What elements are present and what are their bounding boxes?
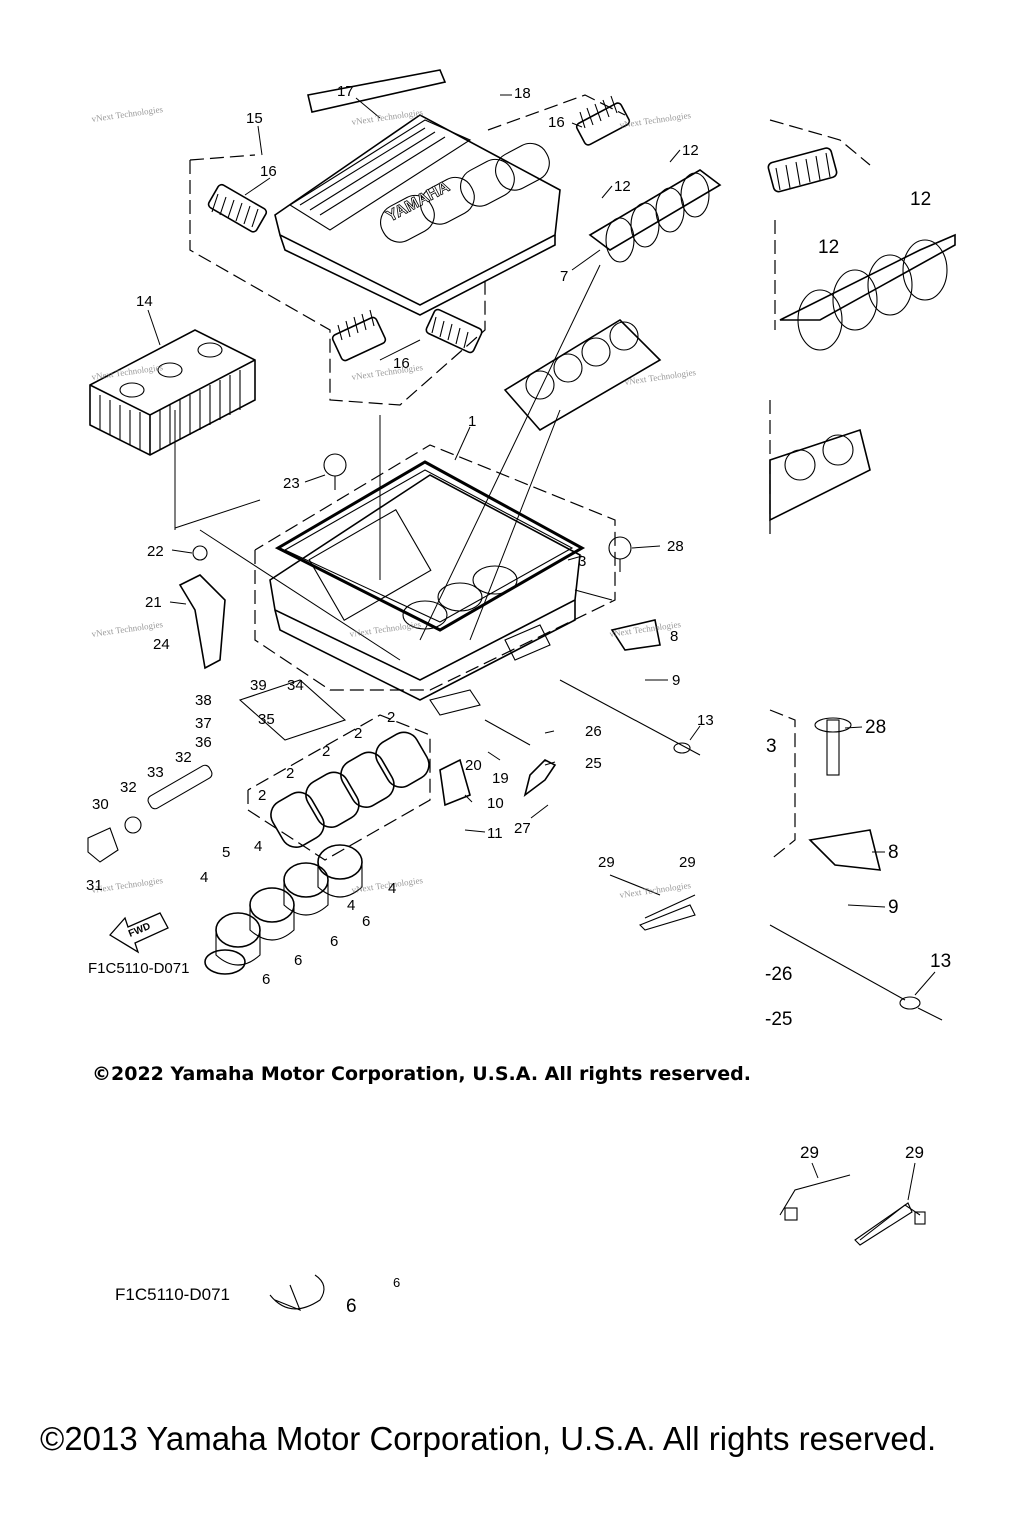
- callouts: 17 18 15 16 12 16 12 7 14 16 1 23 22 28 …: [86, 83, 714, 988]
- misc-small-parts: [87, 453, 701, 931]
- callout-25: 25: [585, 755, 602, 772]
- callout-6: 6: [262, 971, 270, 988]
- lower-fragment: [269, 1274, 325, 1311]
- inset-callout-29: 29: [905, 1143, 924, 1162]
- callout-6: 6: [294, 952, 302, 969]
- callout-12: 12: [614, 178, 631, 195]
- copyright-2022: ©2022 Yamaha Motor Corporation, U.S.A. A…: [92, 1063, 751, 1085]
- funnels-2: [247, 714, 431, 861]
- callout-17: 17: [337, 83, 354, 100]
- callout-37: 37: [195, 715, 212, 732]
- callout-12: 12: [682, 142, 699, 159]
- callout-36: 36: [195, 734, 212, 751]
- leader-lines: [147, 94, 936, 1201]
- callout-16: 16: [393, 355, 410, 372]
- callout-32: 32: [120, 779, 137, 796]
- watermark-text: vNext Technologies: [349, 619, 422, 639]
- callout-8: 8: [670, 628, 678, 645]
- diagram-code-lower: F1C5110-D071: [115, 1285, 230, 1304]
- inset-callout-12: 12: [910, 189, 931, 210]
- callout-20: 20: [465, 757, 482, 774]
- right-inset: [767, 119, 956, 1246]
- spacers-16: [207, 95, 631, 362]
- cover-brand-text: YAMAHA: [384, 178, 453, 225]
- callout-16: 16: [260, 163, 277, 180]
- inset-callout-6: 6: [393, 1275, 400, 1290]
- callout-6: 6: [330, 933, 338, 950]
- copyright-2013: ©2013 Yamaha Motor Corporation, U.S.A. A…: [40, 1420, 937, 1457]
- watermark-text: vNext Technologies: [624, 367, 697, 387]
- callout-4: 4: [388, 880, 396, 897]
- inset-callouts: 12 12 28 3 8 9 13 -26 -25 29 29 6 6: [346, 189, 951, 1317]
- callout-4: 4: [254, 838, 262, 855]
- callout-2: 2: [286, 765, 294, 782]
- fwd-arrow: FWD: [108, 912, 169, 954]
- watermark-text: vNext Technologies: [351, 107, 424, 127]
- callout-9: 9: [672, 672, 680, 689]
- callout-34: 34: [287, 677, 304, 694]
- watermark-text: vNext Technologies: [351, 362, 424, 382]
- inset-callout-6: 6: [346, 1296, 357, 1317]
- inset-callout-28: 28: [865, 717, 886, 738]
- callout-13: 13: [697, 712, 714, 729]
- inset-callout-12: 12: [818, 237, 839, 258]
- callout-2: 2: [387, 709, 395, 726]
- inset-callout-8: 8: [888, 842, 899, 863]
- callout-32: 32: [175, 749, 192, 766]
- callout-23: 23: [283, 475, 300, 492]
- callout-2: 2: [258, 787, 266, 804]
- callout-18: 18: [514, 85, 531, 102]
- callout-11: 11: [487, 825, 503, 842]
- callout-21: 21: [145, 594, 162, 611]
- inset-callout-25: -25: [765, 1009, 792, 1030]
- watermark-text: vNext Technologies: [619, 110, 692, 130]
- callout-29: 29: [598, 854, 615, 871]
- callout-22: 22: [147, 543, 164, 560]
- watermark-text: vNext Technologies: [91, 104, 164, 124]
- air-filter-element: [89, 329, 256, 456]
- callout-14: 14: [136, 293, 153, 310]
- callout-31: 31: [86, 877, 103, 894]
- inset-callout-3: 3: [766, 736, 777, 757]
- callout-19: 19: [492, 770, 509, 787]
- callout-27: 27: [514, 820, 531, 837]
- callout-29: 29: [679, 854, 696, 871]
- callout-33: 33: [147, 764, 164, 781]
- callout-5: 5: [222, 844, 230, 861]
- callout-26: 26: [585, 723, 602, 740]
- callout-16: 16: [548, 114, 565, 131]
- inset-callout-13: 13: [930, 951, 951, 972]
- airbox-case: [254, 444, 616, 701]
- callout-2: 2: [322, 743, 330, 760]
- inset-callout-9: 9: [888, 897, 899, 918]
- diagram-code: F1C5110-D071: [88, 960, 189, 977]
- callout-1: 1: [468, 413, 476, 430]
- callout-7: 7: [560, 268, 568, 285]
- callout-38: 38: [195, 692, 212, 709]
- callout-4: 4: [347, 897, 355, 914]
- callout-39: 39: [250, 677, 267, 694]
- callout-10: 10: [487, 795, 504, 812]
- throttle-joints-4: [204, 844, 363, 975]
- callout-2: 2: [354, 725, 362, 742]
- callout-35: 35: [258, 711, 275, 728]
- intake-joints-7: [503, 169, 722, 432]
- callout-30: 30: [92, 796, 109, 813]
- callout-28: 28: [667, 538, 684, 555]
- inset-callout-26: -26: [765, 964, 792, 985]
- callout-3: 3: [578, 553, 586, 570]
- callout-24: 24: [153, 636, 170, 653]
- callout-15: 15: [246, 110, 263, 127]
- callout-4: 4: [200, 869, 208, 886]
- callout-6: 6: [362, 913, 370, 930]
- inset-callout-29: 29: [800, 1143, 819, 1162]
